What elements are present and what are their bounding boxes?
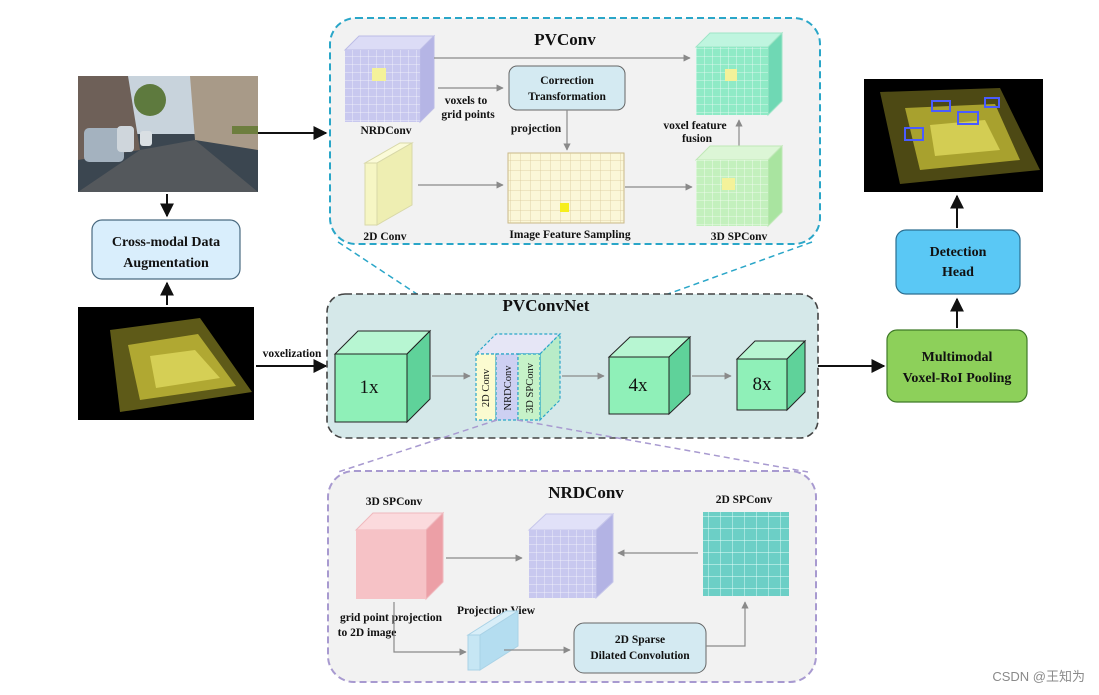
correction-label-2: Transformation bbox=[528, 91, 606, 103]
cross-modal-augmentation-box bbox=[91, 219, 241, 280]
stack-nrdconv-label: NRDConv bbox=[503, 365, 514, 411]
pvconv-2dconv-label: 2D Conv bbox=[363, 231, 406, 243]
detection-head-label-1: Detection bbox=[930, 245, 987, 260]
nrdconv-2dspconv-label: 2D SPConv bbox=[716, 494, 773, 506]
spconv3d-cube bbox=[694, 144, 784, 228]
stage-8x-cube bbox=[735, 339, 807, 412]
stack-3dspconv-label: 3D SPConv bbox=[525, 362, 536, 413]
projection-label: projection bbox=[511, 123, 562, 135]
detection-head-label-2: Head bbox=[942, 265, 974, 280]
pooling-label-1: Multimodal bbox=[922, 350, 993, 365]
camera-image bbox=[78, 76, 258, 192]
nrdconv-result-cube bbox=[527, 512, 615, 600]
detection-head-box bbox=[895, 229, 1021, 295]
conv2d-slab bbox=[363, 142, 414, 226]
dilated-to-spconv2d-arrow bbox=[706, 601, 749, 647]
spconv3d-pink-cube bbox=[354, 511, 445, 601]
pvconv-nrdconv-label: NRDConv bbox=[360, 125, 411, 137]
image-feature-grid bbox=[507, 152, 625, 224]
augmentation-label-2: Augmentation bbox=[123, 256, 209, 271]
stage-4x-cube bbox=[607, 335, 692, 416]
projection-view-slab bbox=[466, 610, 520, 671]
correction-label-1: Correction bbox=[540, 75, 594, 87]
fused-feature-cube bbox=[694, 31, 784, 117]
stage-1x-label: 1x bbox=[360, 377, 380, 398]
spconv2d-teal-grid bbox=[703, 512, 789, 596]
pvconv-zoom-line-left bbox=[337, 241, 477, 334]
sparse-dilated-conv-box bbox=[573, 622, 707, 674]
projection-view-label: Projection View bbox=[457, 605, 536, 617]
correction-transformation-box bbox=[508, 65, 626, 111]
grid-projection-label-2: to 2D image bbox=[338, 627, 397, 639]
image-sampling-label: Image Feature Sampling bbox=[509, 229, 630, 241]
watermark: CSDN @王知为 bbox=[992, 669, 1085, 684]
pvconvnet-title: PVConvNet bbox=[503, 296, 590, 315]
stage-1x-cube bbox=[333, 329, 432, 424]
voxels-to-grid-label-1: voxels to bbox=[445, 95, 488, 107]
pvconv-panel: PVConv NRDConv voxels to grid points Cor… bbox=[329, 17, 821, 245]
voxel-roi-pooling-box bbox=[886, 329, 1028, 403]
pvconv-3dspconv-label: 3D SPConv bbox=[711, 231, 768, 243]
pvconvnet-panel: PVConvNet 1x 2D Conv NRDConv 3D SPConv 4… bbox=[326, 293, 819, 439]
pooling-label-2: Voxel-RoI Pooling bbox=[903, 371, 1012, 386]
voxelization-label: voxelization bbox=[263, 348, 322, 360]
augmentation-label-1: Cross-modal Data bbox=[112, 235, 220, 250]
grid-projection-label-1: grid point projection bbox=[340, 612, 443, 624]
nrdconv-cube bbox=[343, 34, 436, 124]
voxel-fusion-label-2: fusion bbox=[682, 133, 713, 145]
pvconv-title: PVConv bbox=[534, 30, 596, 49]
projection-path-arrow bbox=[393, 602, 467, 656]
voxels-to-grid-label-2: grid points bbox=[441, 109, 495, 121]
voxel-fusion-label-1: voxel feature bbox=[663, 120, 726, 132]
detection-output-image bbox=[864, 79, 1043, 192]
nrdconv-3dspconv-label: 3D SPConv bbox=[366, 496, 423, 508]
nrdconv-title: NRDConv bbox=[548, 483, 624, 502]
dilated-label-1: 2D Sparse bbox=[615, 634, 665, 646]
stage-8x-label: 8x bbox=[753, 374, 773, 395]
dilated-label-2: Dilated Convolution bbox=[590, 650, 690, 662]
stage-4x-label: 4x bbox=[629, 375, 649, 396]
nrdconv-zoom-line-left bbox=[337, 419, 498, 473]
pvconv-stack bbox=[474, 332, 562, 422]
nrdconv-panel: NRDConv 3D SPConv 2D SPConv grid point p… bbox=[327, 470, 817, 683]
stack-2dconv-label: 2D Conv bbox=[481, 368, 492, 407]
pointcloud-input-image bbox=[78, 307, 254, 420]
